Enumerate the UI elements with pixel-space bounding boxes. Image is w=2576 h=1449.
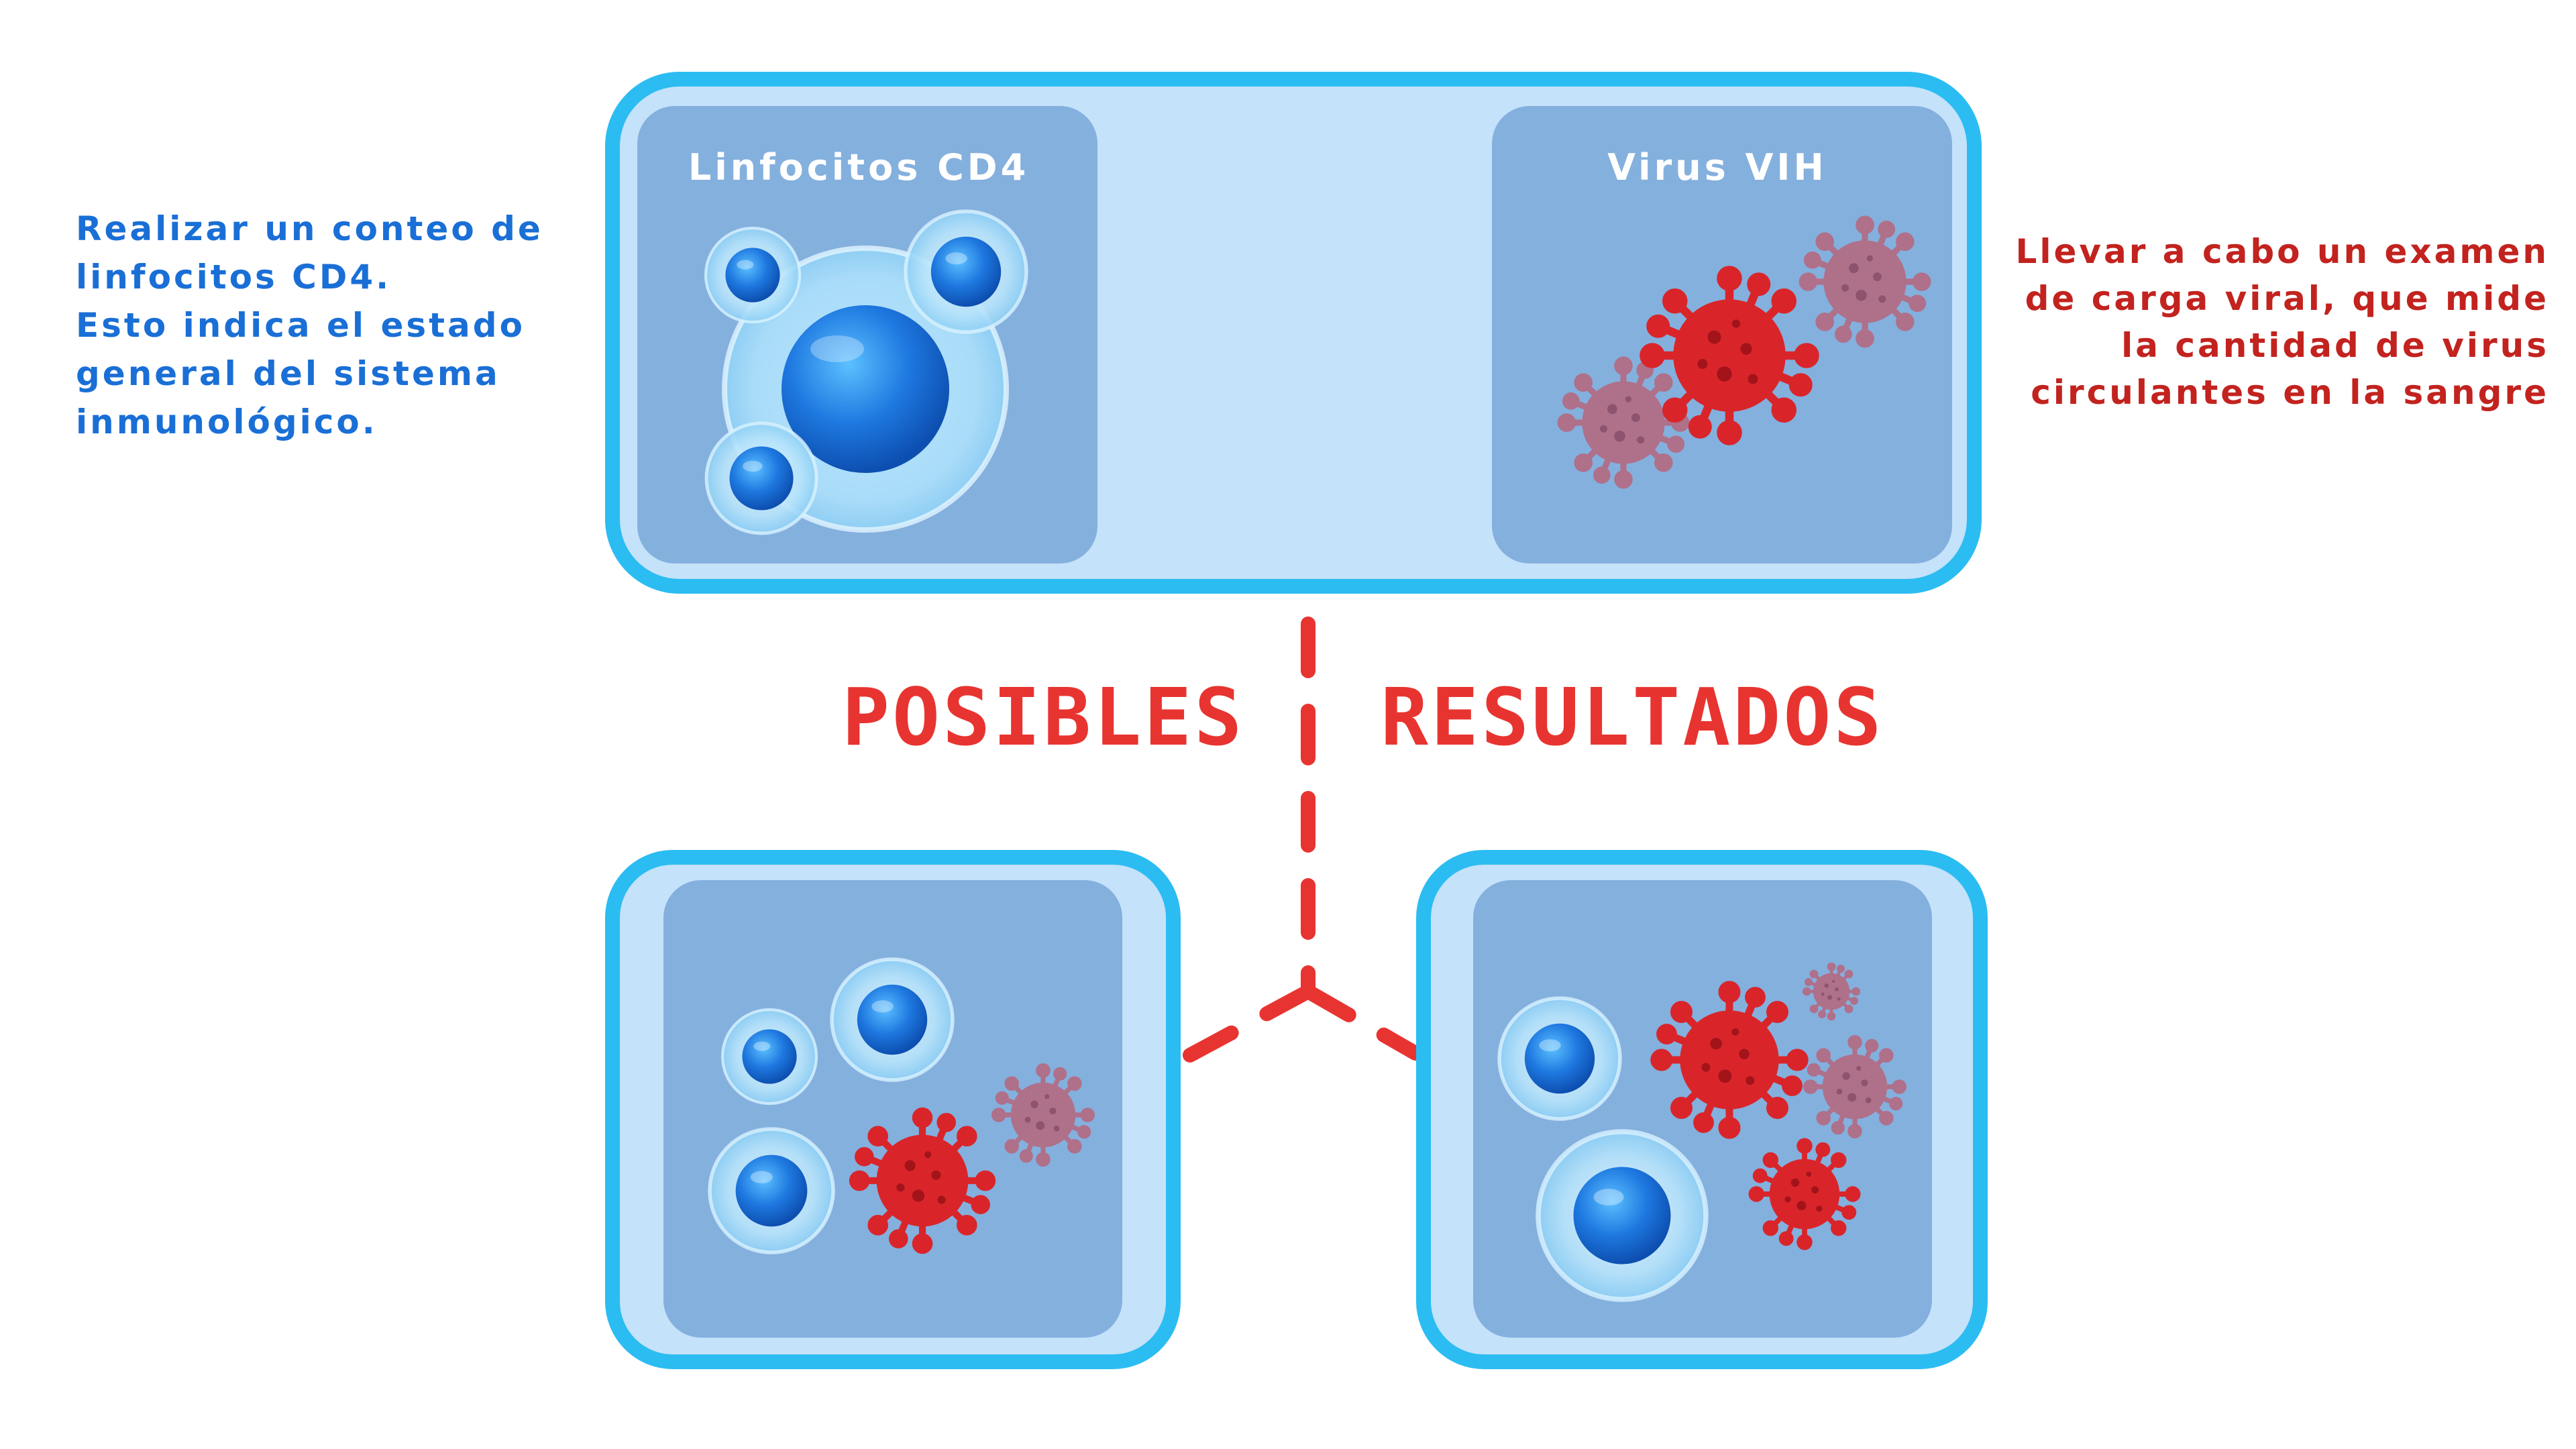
cd4-description-line: linfocitos CD4. <box>76 258 392 297</box>
result-panel-right <box>1416 850 1988 1369</box>
viral-description-line: la cantidad de virus <box>2121 326 2549 365</box>
cd4-description-line: general del sistema <box>76 354 500 393</box>
hiv-virus <box>853 1111 992 1250</box>
top-panel: Linfocitos CD4 Virus VIH <box>605 72 1982 594</box>
cd4-cell <box>832 959 953 1080</box>
connector-left <box>1180 984 1316 1064</box>
hiv-virus-faded <box>1802 219 1928 345</box>
hiv-virus <box>1644 270 1815 441</box>
hiv-virus <box>1751 1140 1858 1247</box>
cd4-cell-small <box>706 423 816 533</box>
viral-description-line: Llevar a cabo un examen <box>2015 232 2549 271</box>
viral-load-description: Llevar a cabo un examen de carga viral, … <box>1932 228 2549 416</box>
connector-right <box>1301 984 1423 1061</box>
cd4-cell <box>1499 998 1620 1119</box>
results-word-right: RESULTADOS <box>1381 671 1884 763</box>
cd4-count-description: Realizar un conteo de linfocitos CD4. Es… <box>76 205 612 446</box>
cd4-cell <box>710 1129 833 1252</box>
results-word-left: POSIBLES <box>842 671 1245 763</box>
hiv-virus-faded <box>1560 360 1686 486</box>
cd4-description-line: Esto indica el estado <box>76 306 525 345</box>
viral-description-line: circulantes en la sangre <box>2031 373 2549 412</box>
cd4-cell <box>1538 1132 1706 1299</box>
cd4-description-line: Realizar un conteo de <box>76 209 543 248</box>
cd4-panel-label: Linfocitos CD4 <box>688 146 1029 189</box>
hiv-virus-faded <box>1806 1038 1904 1136</box>
results-connector <box>1180 616 1423 1064</box>
cd4-cell <box>722 1010 816 1104</box>
hiv-virus-faded <box>994 1066 1093 1165</box>
result-panel-left <box>605 850 1181 1369</box>
cd4-cell-small <box>906 211 1026 332</box>
cd4-description-line: inmunológico. <box>76 402 378 441</box>
viral-description-line: de carga viral, que mide <box>2025 279 2549 318</box>
cd4-cell-small <box>706 228 800 322</box>
hiv-virus <box>1654 985 1805 1135</box>
hiv-virus-faded <box>1804 964 1859 1019</box>
hiv-panel-label: Virus VIH <box>1607 146 1827 189</box>
